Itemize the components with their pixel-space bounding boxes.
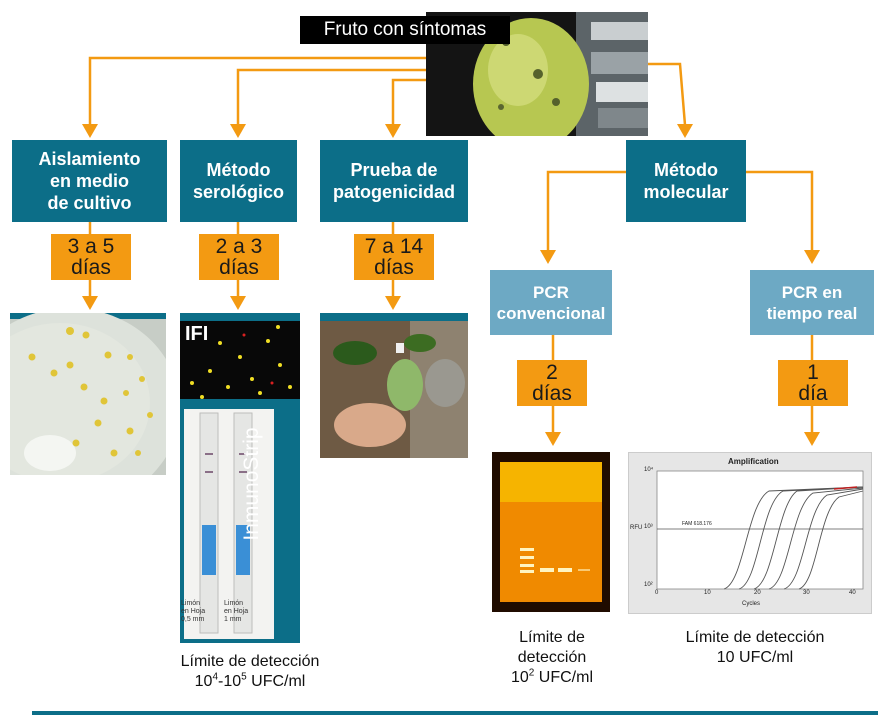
detection-serologico-base: 10 xyxy=(194,673,213,690)
time-serologico: 2 a 3 días xyxy=(199,234,279,280)
patogenicidad-photo xyxy=(320,313,468,458)
time-patogenicidad: 7 a 14 días xyxy=(354,234,434,280)
chart-xlabel: Cycles xyxy=(742,601,761,607)
serologico-panel xyxy=(180,313,300,643)
ifi-label: IFI xyxy=(185,323,209,345)
fruit-label: Fruto con síntomas xyxy=(300,16,510,44)
time-aislamiento: 3 a 5 días xyxy=(51,234,131,280)
culture-plate-photo xyxy=(10,313,166,475)
method-patogenicidad: Prueba de patogenicidad xyxy=(320,140,468,222)
time-pcr-convencional: 2 días xyxy=(517,360,587,406)
bottom-rule xyxy=(32,711,878,715)
chart-ylabel: RFU xyxy=(630,525,643,531)
fruit-illustration xyxy=(426,12,648,136)
method-serologico: Método serológico xyxy=(180,140,297,222)
detection-serologico: Límite de detección 104-105 UFC/ml xyxy=(160,652,340,692)
strip-note-right: Limón en Hoja 1 mm xyxy=(224,600,249,623)
method-molecular: Método molecular xyxy=(626,140,746,222)
arrow-to-aislamiento xyxy=(88,56,500,125)
detection-pcr-convencional-value: 102 UFC/ml xyxy=(490,668,614,688)
time-pcr-tiempo-real: 1 día xyxy=(778,360,848,406)
patogenicidad-illustration xyxy=(320,321,468,458)
chart-x-tick-10: 10 xyxy=(704,590,711,596)
chart-y-tick-top: 10⁴ xyxy=(644,467,654,473)
amplification-plot xyxy=(629,453,871,613)
fruit-label-text: Fruto con síntomas xyxy=(323,19,487,40)
chart-x-tick-40: 40 xyxy=(849,590,856,596)
detection-serologico-line1: Límite de detección xyxy=(180,653,320,670)
detection-serologico-exp1: 4 xyxy=(212,671,218,683)
culture-plate-illustration xyxy=(10,313,166,475)
detection-pcr-convencional: Límite de detección 102 UFC/ml xyxy=(490,628,614,688)
strip-note-left: Limón en Hoja 0,5 mm xyxy=(181,600,206,623)
pcr-tiempo-real: PCR en tiempo real xyxy=(750,270,874,335)
detection-pcr-convencional-exp: 2 xyxy=(528,667,535,679)
detection-serologico-exp2: 5 xyxy=(241,671,247,683)
chart-y-tick-mid: 10³ xyxy=(644,524,653,530)
arrow-to-serologico xyxy=(236,68,500,125)
serologico-illustration xyxy=(180,321,300,639)
chart-x-tick-0: 0 xyxy=(655,590,659,596)
detection-serologico-mid: -10 xyxy=(218,673,242,690)
detection-pcr-tiempo-real: Límite de detección 10 UFC/ml xyxy=(685,629,825,666)
fruit-photo xyxy=(426,12,648,136)
detection-pcr-convencional-base: 10 xyxy=(510,669,529,686)
chart-title: Amplification xyxy=(728,457,779,466)
chart-threshold-label: FAM 618.176 xyxy=(682,521,712,527)
chart-x-tick-30: 30 xyxy=(803,590,810,596)
gel-illustration xyxy=(492,452,610,612)
detection-pcr-convencional-unit: UFC/ml xyxy=(534,669,593,686)
chart-y-tick-bottom: 10² xyxy=(644,582,653,588)
amplification-chart xyxy=(628,452,872,614)
method-aislamiento: Aislamiento en medio de cultivo xyxy=(12,140,167,222)
chart-x-tick-20: 20 xyxy=(754,590,761,596)
pcr-convencional: PCR convencional xyxy=(490,270,612,335)
inmunostrip-label-text: InmunoStrip xyxy=(240,427,263,541)
detection-serologico-line2: 104-105 UFC/ml xyxy=(160,672,340,692)
detection-pcr-convencional-text: Límite de detección xyxy=(517,629,587,666)
detection-serologico-unit: UFC/ml xyxy=(246,673,306,690)
inmunostrip-label: InmunoStrip xyxy=(238,419,266,549)
gel-photo xyxy=(492,452,610,612)
